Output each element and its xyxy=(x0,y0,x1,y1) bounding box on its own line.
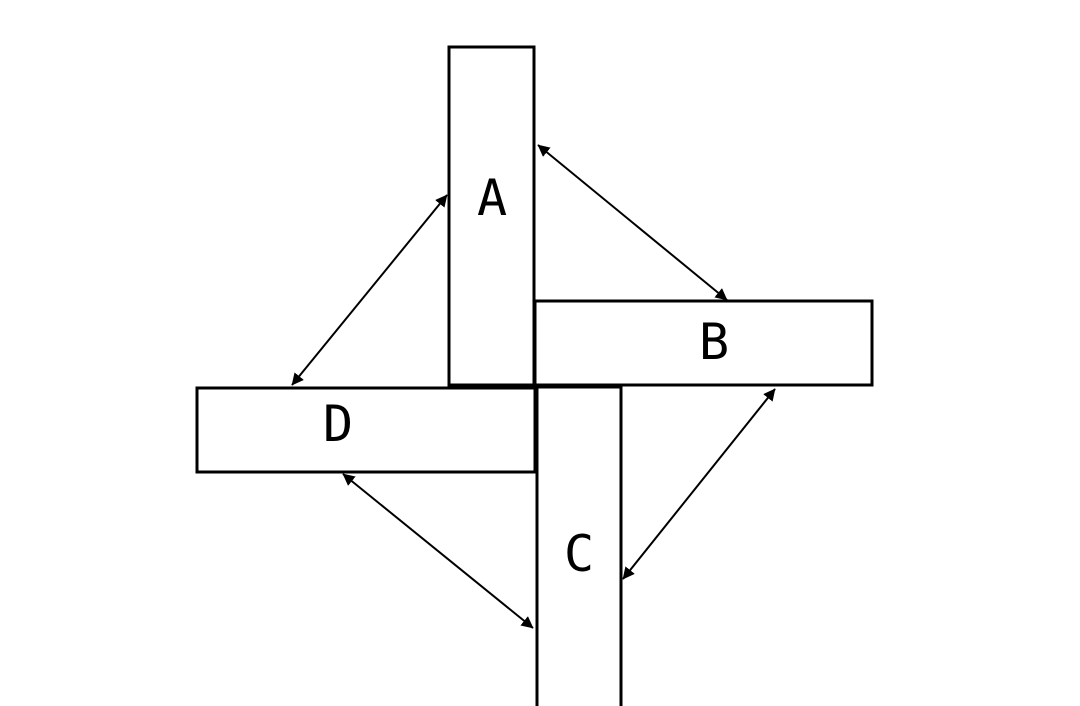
block-d-label: D xyxy=(323,395,353,453)
arrow-c-d xyxy=(342,473,534,629)
block-a-label: A xyxy=(477,169,507,227)
block-b-label: B xyxy=(699,313,729,371)
arrow-d-a xyxy=(291,194,448,386)
block-a: A xyxy=(447,45,536,387)
block-a-rect xyxy=(447,45,536,387)
block-d: D xyxy=(195,386,537,474)
block-b: B xyxy=(533,299,874,387)
block-d-rect xyxy=(195,386,537,474)
block-c-label: C xyxy=(564,525,594,583)
arrow-a-b xyxy=(537,144,728,301)
block-c-rect xyxy=(535,385,623,706)
block-c: C xyxy=(535,385,623,706)
block-b-rect xyxy=(533,299,874,387)
arrow-b-c xyxy=(622,388,776,580)
